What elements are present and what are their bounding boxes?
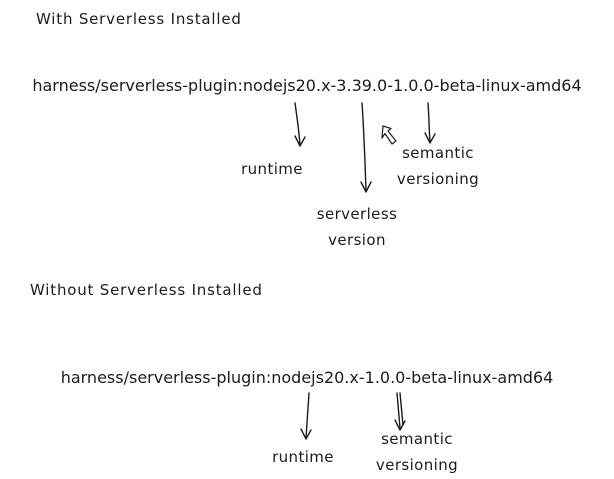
arrow-serverless-version-section1	[360, 102, 372, 193]
arrow-semantic-versioning-section2	[394, 392, 406, 431]
arrow-runtime-section1	[294, 102, 306, 147]
section1-image-tag: harness/serverless-plugin:nodejs20.x-3.3…	[32, 76, 582, 95]
section2-semantic-versioning-label: semantic versioning	[375, 430, 459, 475]
section1-runtime-label: runtime	[241, 160, 303, 178]
arrow-semantic-versioning-section1	[424, 102, 436, 144]
section1-serverless-version-label: serverless version	[316, 205, 398, 250]
arrow-runtime-section2	[300, 392, 312, 440]
section2-image-tag: harness/serverless-plugin:nodejs20.x-1.0…	[60, 368, 554, 387]
section2-title: Without Serverless Installed	[30, 281, 263, 299]
section1-semantic-versioning-label: semantic versioning	[396, 144, 480, 189]
section2-runtime-label: runtime	[272, 448, 334, 466]
section1-title: With Serverless Installed	[36, 10, 242, 28]
